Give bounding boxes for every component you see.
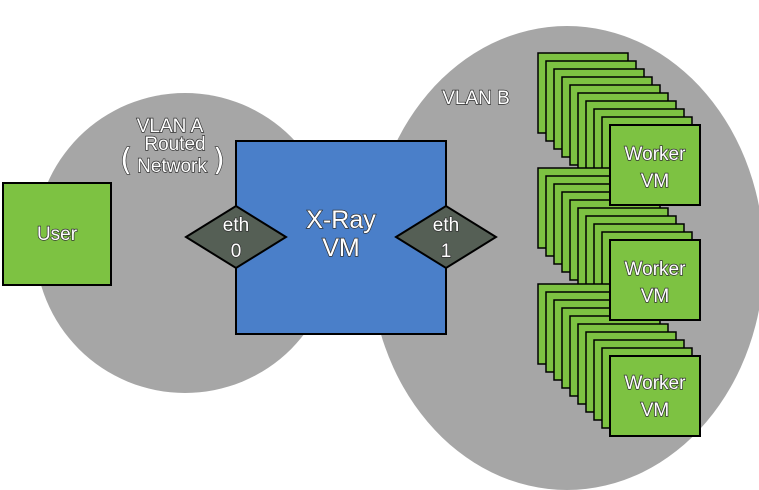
vlan-a-label: VLAN A — [137, 116, 204, 137]
vlan-a-routed-label: Routed — [144, 134, 205, 155]
worker-vm-2-line1: Worker — [625, 259, 687, 280]
worker-vm-1-line2: VM — [641, 171, 670, 192]
xray-vm-label-line1: X-Ray — [306, 206, 376, 234]
eth1-interface — [394, 204, 498, 270]
worker-vm-box-1 — [609, 124, 701, 206]
worker-vm-box-2 — [609, 239, 701, 321]
worker-vm-2-line2: VM — [641, 286, 670, 307]
worker-vm-box-3 — [609, 355, 701, 437]
user-box — [2, 182, 112, 286]
vlan-a-network-label: Network — [137, 156, 207, 177]
worker-vm-3-line1: Worker — [625, 373, 687, 394]
eth1-label-line1: eth — [433, 215, 459, 236]
eth0-label-line1: eth — [223, 215, 249, 236]
worker-vm-3-line2: VM — [641, 400, 670, 421]
vlan-a-paren-open: ( — [120, 143, 132, 178]
eth0-interface — [184, 204, 288, 270]
user-label: User — [37, 224, 78, 245]
vlan-a-paren-close: ) — [213, 143, 225, 178]
xray-vm-label-line2: VM — [322, 234, 360, 262]
eth0-label-line2: 0 — [231, 241, 242, 262]
eth1-label-line2: 1 — [441, 241, 452, 262]
worker-vm-1-line1: Worker — [625, 144, 687, 165]
vlan-b-label: VLAN B — [442, 88, 510, 109]
